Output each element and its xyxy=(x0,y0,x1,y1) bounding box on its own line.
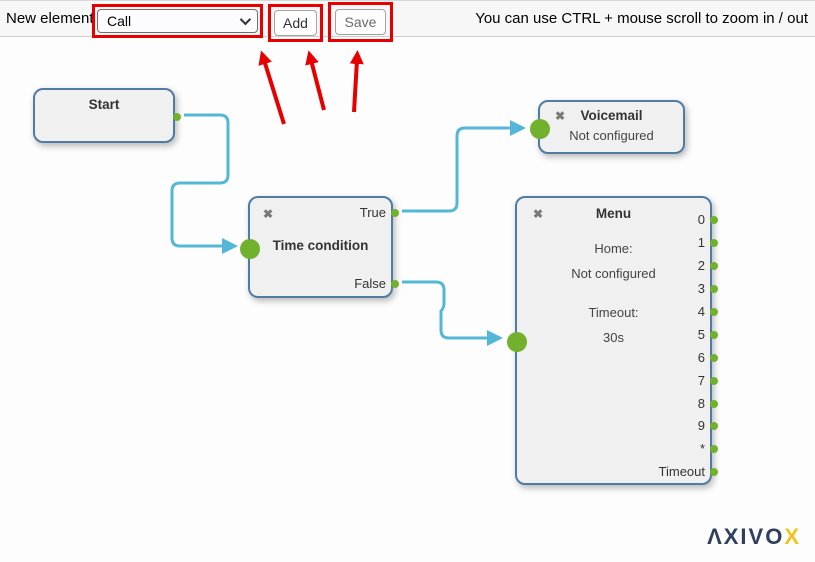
axivox-logo: ΛXIVOX xyxy=(707,524,801,550)
port-ring-icon[interactable] xyxy=(710,262,718,270)
save-button[interactable]: Save xyxy=(335,9,386,35)
new-element-select[interactable]: Call xyxy=(97,9,258,33)
port-ring-icon[interactable] xyxy=(391,280,399,288)
port-label: 7 xyxy=(697,373,705,388)
highlight-box-save: Save xyxy=(328,2,393,42)
port-label: 4 xyxy=(697,304,705,319)
new-element-label: New element xyxy=(6,10,94,27)
voicemail-status: Not configured xyxy=(569,128,654,143)
new-element-select-value: Call xyxy=(107,13,132,29)
port-ring-icon[interactable] xyxy=(710,216,718,224)
menu-home-label: Home: xyxy=(594,241,633,256)
port-ring-icon[interactable] xyxy=(173,113,181,121)
port-label: 2 xyxy=(697,258,705,273)
port-ring-icon[interactable] xyxy=(710,239,718,247)
output-true-port[interactable]: True xyxy=(360,205,399,221)
arrow-to-save xyxy=(349,50,364,113)
axivox-logo-accent: X xyxy=(784,524,801,549)
port-label: 6 xyxy=(697,350,705,365)
menu-port-9[interactable]: 9 xyxy=(698,418,718,434)
menu-port-7[interactable]: 7 xyxy=(698,373,718,389)
port-ring-icon[interactable] xyxy=(710,400,718,408)
port-ring-icon[interactable] xyxy=(710,445,718,453)
node-voicemail[interactable]: ✖ Voicemail Not configured xyxy=(530,100,685,154)
menu-port-star[interactable]: * xyxy=(700,441,718,457)
output-true-label: True xyxy=(359,205,386,220)
zoom-hint-text: You can use CTRL + mouse scroll to zoom … xyxy=(475,10,808,27)
node-time-condition[interactable]: ✖ Time condition True False xyxy=(240,196,399,298)
menu-port-6[interactable]: 6 xyxy=(698,350,718,366)
menu-port-8[interactable]: 8 xyxy=(698,396,718,412)
port-label: 9 xyxy=(697,418,705,433)
port-ring-icon[interactable] xyxy=(710,468,718,476)
node-start[interactable]: Start xyxy=(33,88,181,143)
menu-port-timeout[interactable]: Timeout xyxy=(659,464,718,480)
start-output-port[interactable] xyxy=(173,109,181,125)
chevron-down-icon xyxy=(239,13,252,26)
output-false-port[interactable]: False xyxy=(354,276,399,292)
node-time-condition-title: Time condition xyxy=(272,238,369,253)
arrow-to-add xyxy=(305,50,326,111)
time-condition-input-port[interactable] xyxy=(240,239,260,259)
menu-timeout-label: Timeout: xyxy=(588,305,639,320)
highlight-box-add: Add xyxy=(268,4,323,42)
axivox-logo-main: ΛXIVO xyxy=(707,524,785,549)
port-label: Timeout xyxy=(658,464,705,479)
toolbar: New element Call Add Save You can use CT… xyxy=(0,0,815,42)
node-start-title: Start xyxy=(88,97,120,112)
node-voicemail-title: Voicemail xyxy=(580,108,643,123)
menu-port-1[interactable]: 1 xyxy=(698,235,718,251)
arrow-to-select xyxy=(258,50,286,125)
connector-true-to-voicemail xyxy=(402,120,526,213)
menu-port-5[interactable]: 5 xyxy=(698,327,718,343)
node-menu[interactable]: ✖ Menu Home: Not configured Timeout: 30s… xyxy=(507,196,718,485)
close-icon[interactable]: ✖ xyxy=(263,207,274,221)
port-ring-icon[interactable] xyxy=(710,285,718,293)
port-label: 3 xyxy=(697,281,705,296)
close-icon[interactable]: ✖ xyxy=(533,207,544,221)
port-label: * xyxy=(699,441,705,456)
connector-start-to-timecondition xyxy=(170,113,238,254)
output-false-label: False xyxy=(354,276,386,291)
menu-port-4[interactable]: 4 xyxy=(698,304,718,320)
port-ring-icon[interactable] xyxy=(710,331,718,339)
menu-home-value: Not configured xyxy=(571,266,656,281)
port-label: 1 xyxy=(697,235,705,250)
menu-timeout-value: 30s xyxy=(603,330,624,345)
connector-false-to-menu xyxy=(402,280,503,346)
close-icon[interactable]: ✖ xyxy=(555,109,566,123)
port-ring-icon[interactable] xyxy=(710,422,718,430)
menu-port-0[interactable]: 0 xyxy=(698,212,718,228)
menu-port-2[interactable]: 2 xyxy=(698,258,718,274)
port-label: 0 xyxy=(697,212,705,227)
port-ring-icon[interactable] xyxy=(391,209,399,217)
port-ring-icon[interactable] xyxy=(710,377,718,385)
highlight-box-select: Call xyxy=(92,4,263,38)
node-menu-title: Menu xyxy=(595,206,632,221)
port-ring-icon[interactable] xyxy=(710,354,718,362)
port-label: 8 xyxy=(697,396,705,411)
add-button[interactable]: Add xyxy=(274,10,317,36)
port-label: 5 xyxy=(697,327,705,342)
voicemail-input-port[interactable] xyxy=(530,119,550,139)
port-ring-icon[interactable] xyxy=(710,308,718,316)
menu-input-port[interactable] xyxy=(507,332,527,352)
menu-port-3[interactable]: 3 xyxy=(698,281,718,297)
